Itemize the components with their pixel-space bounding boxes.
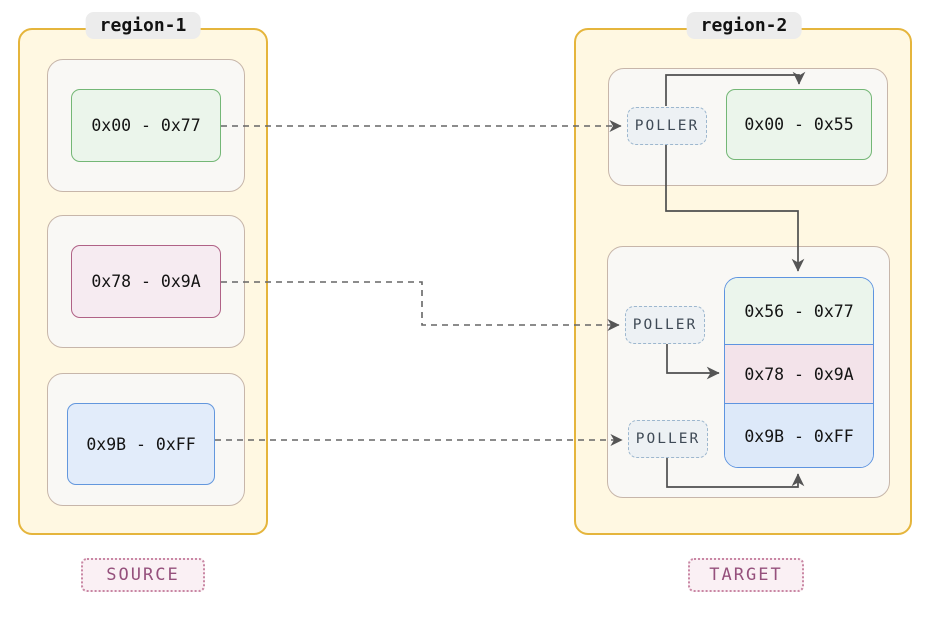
poller-2: POLLER [625,306,705,344]
poller-3: POLLER [628,420,708,458]
source-block-green: 0x00 - 0x77 [71,89,221,162]
stack-segment-pink: 0x78 - 0x9A [725,344,873,403]
target-block-green: 0x00 - 0x55 [726,89,872,160]
stack-segment-blue: 0x9B - 0xFF [725,403,873,467]
source-badge: SOURCE [81,558,205,592]
source-block-pink: 0x78 - 0x9A [71,245,221,318]
target-badge: TARGET [688,558,804,592]
target-stack: 0x56 - 0x77 0x78 - 0x9A 0x9B - 0xFF [724,277,874,468]
source-block-blue: 0x9B - 0xFF [67,403,215,485]
region-target-label: region-2 [686,12,802,39]
stack-segment-green: 0x56 - 0x77 [725,278,873,344]
poller-1: POLLER [627,107,707,145]
region-source-label: region-1 [85,12,201,39]
dashed-connector-pink-to-poller2 [221,281,620,331]
